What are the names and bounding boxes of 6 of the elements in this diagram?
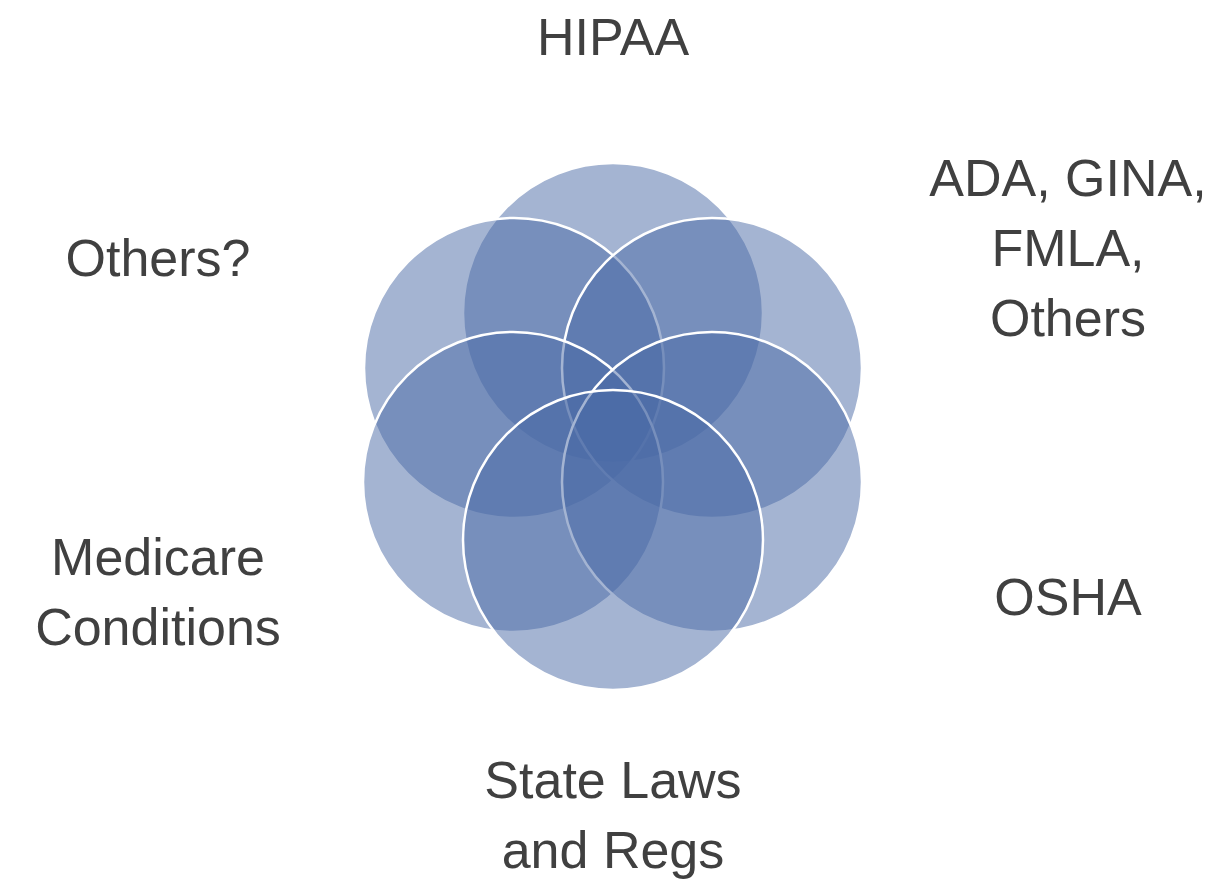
category-label: State Laws and Regs bbox=[483, 750, 743, 881]
category-label: OSHA bbox=[993, 567, 1143, 628]
category-label: Medicare Conditions bbox=[34, 527, 282, 658]
category-label: Others? bbox=[64, 228, 252, 289]
category-label: ADA, GINA, FMLA, Others bbox=[928, 148, 1208, 349]
category-label: HIPAA bbox=[535, 7, 691, 68]
